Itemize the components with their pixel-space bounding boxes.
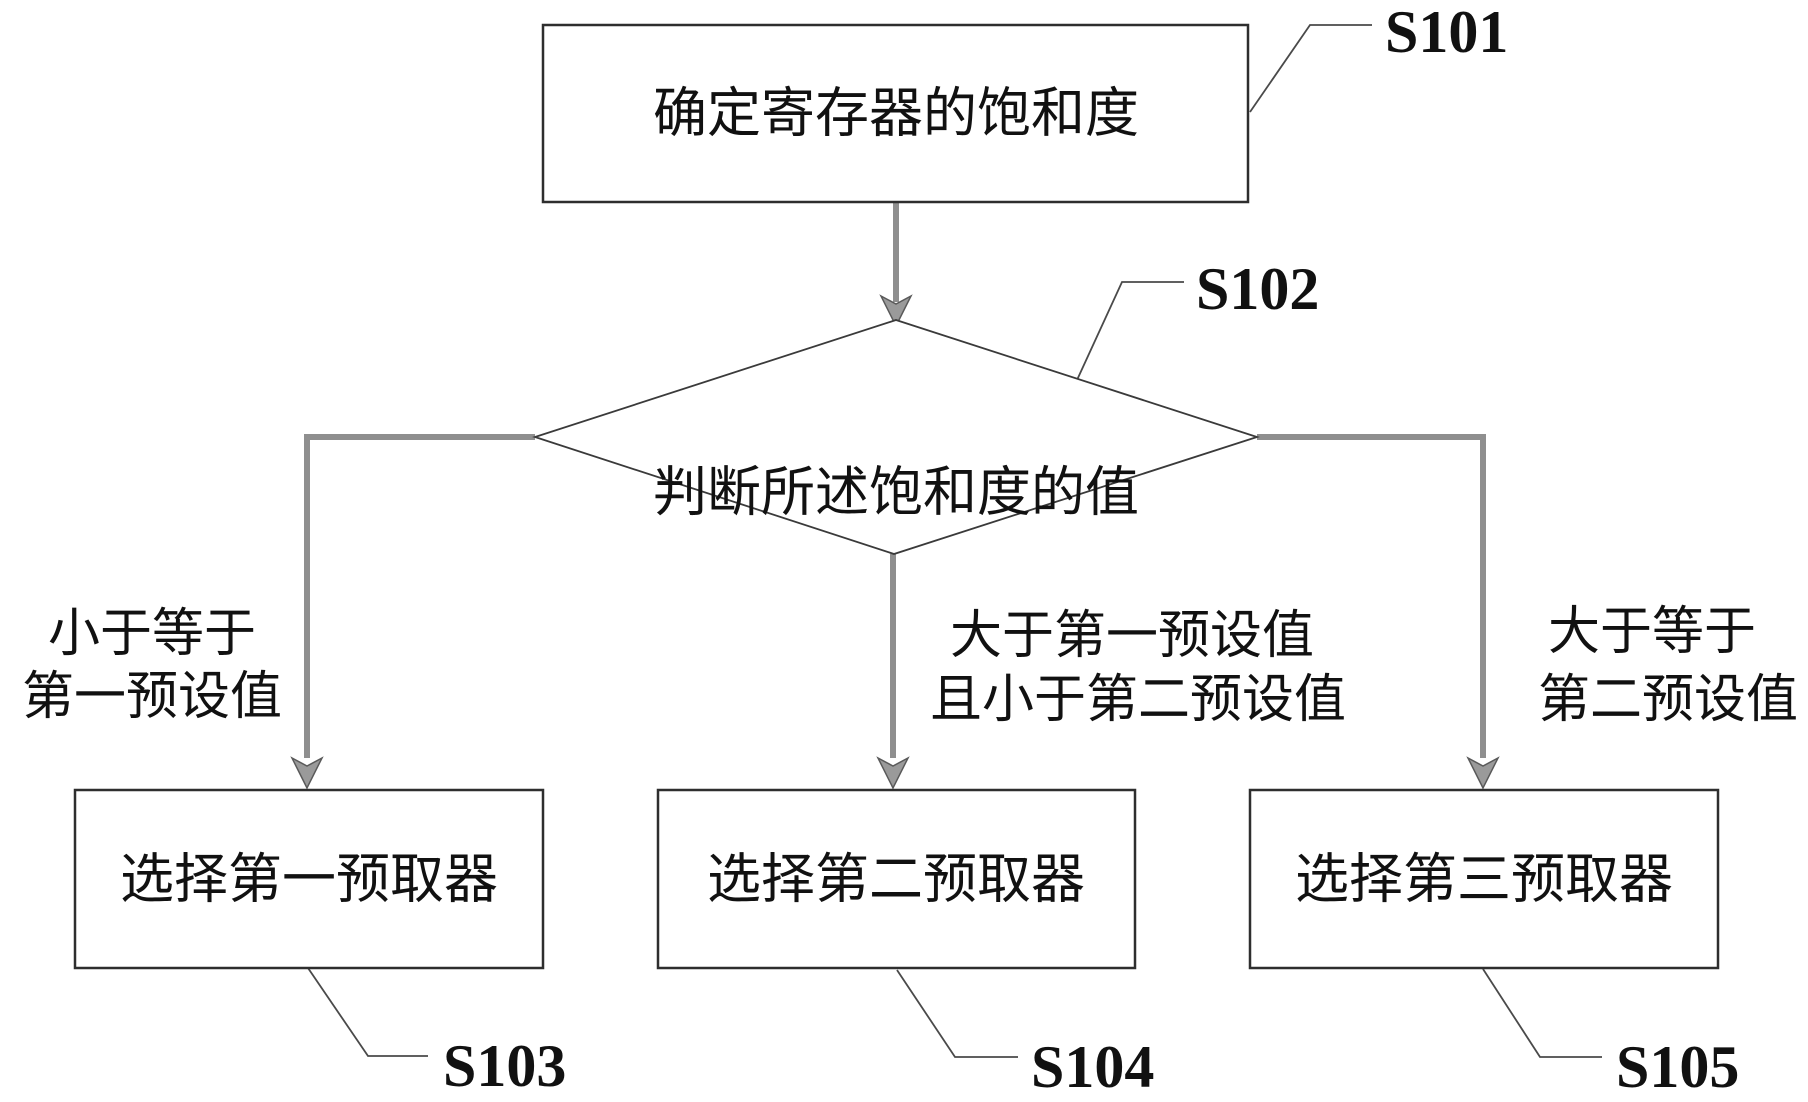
arrowhead-into-s103: [290, 756, 324, 790]
step-number-s103: S103: [443, 1033, 566, 1099]
branch-label-right-line1: 大于等于: [1548, 602, 1756, 662]
branch-label-middle-line2: 且小于第二预设值: [930, 670, 1346, 730]
process-box-s101: [541, 23, 1250, 204]
step-number-s101: S101: [1385, 0, 1508, 65]
leader-line-s105: [1482, 968, 1602, 1058]
step-number-s105: S105: [1616, 1034, 1739, 1100]
process-box-s105: [1248, 788, 1720, 970]
step-number-s102: S102: [1196, 256, 1319, 322]
node-label-s105: 选择第三预取器: [1295, 848, 1673, 911]
arrowhead-into-s102: [879, 294, 913, 328]
node-label-s104: 选择第二预取器: [707, 848, 1085, 911]
arrowhead-into-s104: [876, 756, 910, 790]
process-box-s103: [73, 788, 545, 970]
node-label-s102: 判断所述饱和度的值: [653, 461, 1139, 524]
leader-line-s102: [1065, 281, 1184, 405]
leader-line-s104: [896, 969, 1018, 1058]
branch-label-left-line2: 第一预设值: [22, 667, 282, 727]
process-box-s104: [656, 788, 1137, 970]
branch-label-middle-line1: 大于第一预设值: [950, 606, 1314, 666]
branch-label-left-line1: 小于等于: [48, 604, 256, 664]
connector-branch-left: [304, 434, 535, 758]
arrowhead-into-s105: [1466, 756, 1500, 790]
node-label-s103: 选择第一预取器: [120, 848, 498, 911]
leader-line-s101: [1249, 24, 1372, 113]
leader-line-s103: [307, 967, 428, 1057]
decision-diamond-s102: [532, 319, 1260, 555]
node-label-s101: 确定寄存器的饱和度: [653, 82, 1139, 145]
branch-label-right-line2: 第二预设值: [1538, 670, 1798, 730]
connector-branch-right: [1257, 434, 1486, 758]
step-number-s104: S104: [1031, 1034, 1154, 1100]
